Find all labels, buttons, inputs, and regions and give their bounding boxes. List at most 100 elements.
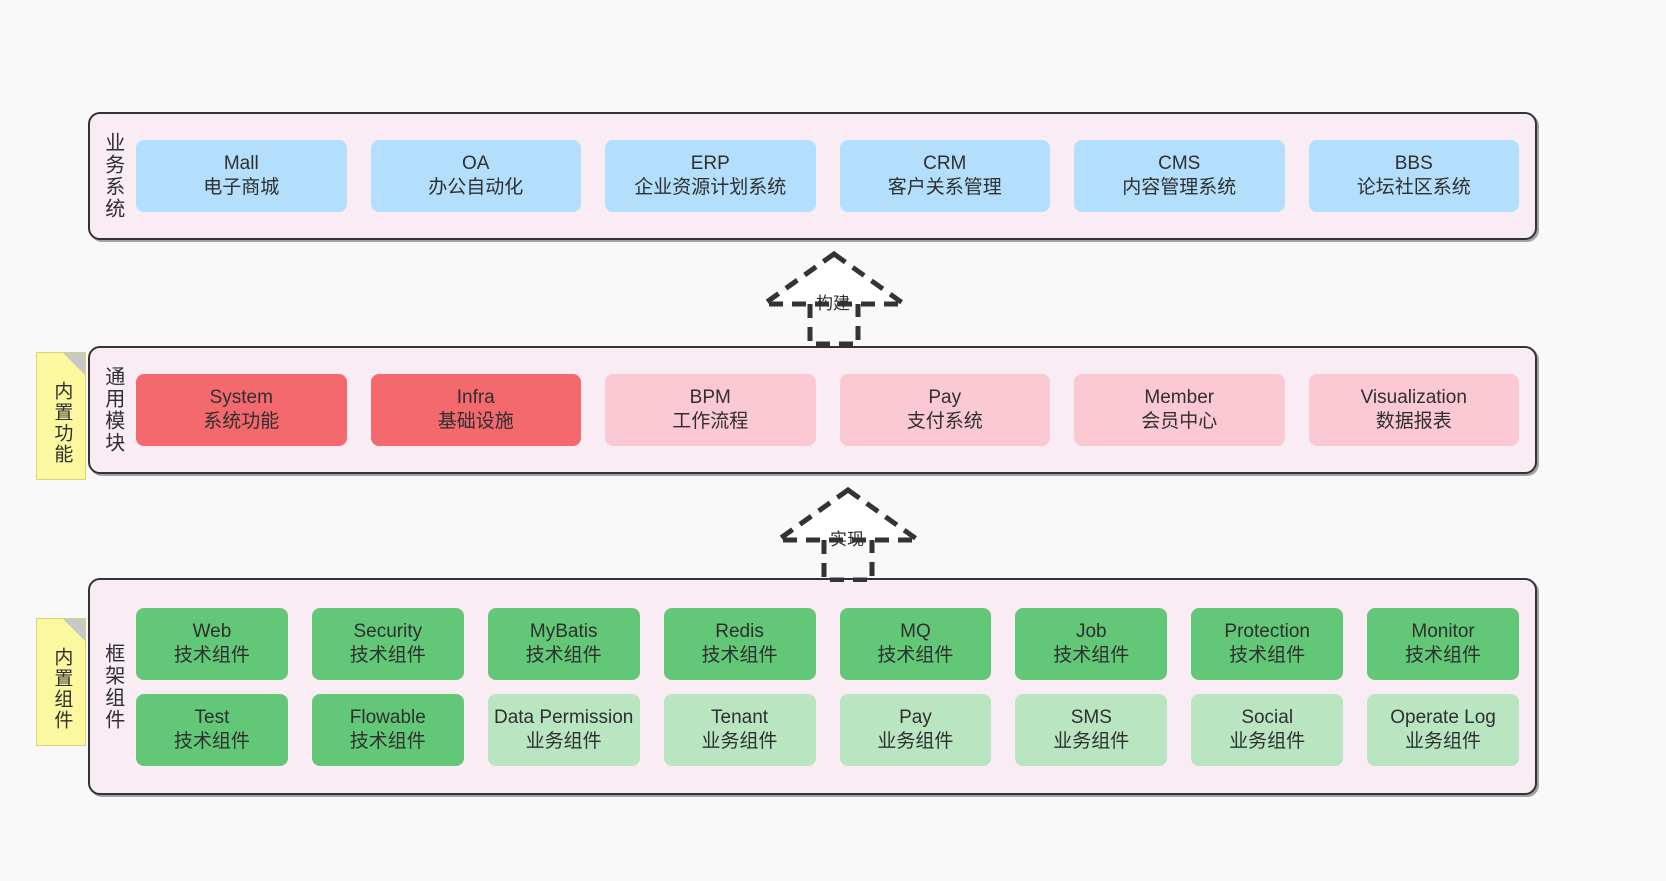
node-social[interactable]: Social 业务组件 (1191, 693, 1344, 766)
node-redis[interactable]: Redis 技术组件 (663, 607, 816, 680)
node-name-cn: 业务组件 (701, 730, 778, 752)
arrow-label-build: 构建 (816, 294, 850, 313)
node-name-en: CMS (1158, 153, 1201, 175)
sticky-note-label: 内置功能 (51, 381, 73, 465)
node-cms[interactable]: CMS 内容管理系统 (1074, 140, 1285, 212)
node-name-en: ERP (690, 153, 730, 175)
node-name-en: Visualization (1360, 387, 1467, 409)
node-name-en: Protection (1224, 620, 1310, 642)
node-name-en: Test (194, 706, 230, 728)
node-name-cn: 技术组件 (349, 730, 426, 752)
node-name-cn: 技术组件 (525, 644, 602, 666)
arrow-build: 构建 (744, 248, 924, 347)
node-bpm[interactable]: BPM 工作流程 (605, 374, 816, 446)
node-operate-log[interactable]: Operate Log 业务组件 (1367, 693, 1519, 766)
node-crm[interactable]: CRM 客户关系管理 (839, 140, 1050, 212)
node-erp[interactable]: ERP 企业资源计划系统 (605, 140, 816, 212)
node-sms[interactable]: SMS 业务组件 (1015, 693, 1168, 766)
node-name-en: Monitor (1411, 620, 1475, 642)
dashed-generalization-arrow-icon (756, 250, 912, 347)
node-name-cn: 业务组件 (525, 730, 602, 752)
node-oa[interactable]: OA 办公自动化 (370, 140, 581, 212)
node-name-en: Web (192, 620, 232, 642)
node-name-en: Pay (899, 706, 932, 728)
node-data-permission[interactable]: Data Permission 业务组件 (487, 693, 640, 766)
node-visualization[interactable]: Visualization 数据报表 (1308, 374, 1519, 446)
node-name-en: Infra (456, 387, 495, 409)
node-name-cn: 技术组件 (1405, 644, 1482, 666)
node-name-en: Mall (223, 153, 259, 175)
node-name-en: Security (353, 620, 423, 642)
node-name-en: MQ (900, 620, 931, 642)
node-protection[interactable]: Protection 技术组件 (1191, 607, 1344, 680)
node-test[interactable]: Test 技术组件 (136, 693, 288, 766)
node-name-cn: 技术组件 (173, 644, 250, 666)
arrow-implement: 实现 (758, 484, 938, 583)
node-bbs[interactable]: BBS 论坛社区系统 (1308, 140, 1519, 212)
node-web[interactable]: Web 技术组件 (136, 607, 288, 680)
node-security[interactable]: Security 技术组件 (311, 607, 464, 680)
layer-body-common-module: System 系统功能 Infra 基础设施 BPM 工作流程 Pay 支付系统… (134, 348, 1535, 472)
node-name-cn: 业务组件 (1405, 730, 1482, 752)
layer-title-business-system: 业务系统 (101, 132, 124, 220)
node-name-en: OA (462, 153, 490, 175)
node-row: Mall 电子商城 OA 办公自动化 ERP 企业资源计划系统 CRM 客户关系… (136, 140, 1519, 212)
node-name-en: Operate Log (1390, 706, 1496, 728)
node-name-cn: 会员中心 (1141, 411, 1218, 432)
node-name-en: Job (1075, 620, 1107, 642)
dashed-generalization-arrow-icon (770, 486, 926, 583)
node-name-cn: 企业资源计划系统 (634, 177, 787, 198)
node-name-cn: 业务组件 (1053, 730, 1130, 752)
node-job[interactable]: Job 技术组件 (1015, 607, 1168, 680)
node-name-en: BBS (1394, 153, 1433, 175)
node-pay-module[interactable]: Pay 支付系统 (839, 374, 1050, 446)
layer-body-business-system: Mall 电子商城 OA 办公自动化 ERP 企业资源计划系统 CRM 客户关系… (134, 114, 1535, 238)
node-name-cn: 技术组件 (701, 644, 778, 666)
layer-business-system: 业务系统 Mall 电子商城 OA 办公自动化 ERP 企业资源计划系统 CRM… (88, 112, 1537, 240)
node-monitor[interactable]: Monitor 技术组件 (1367, 607, 1519, 680)
node-infra[interactable]: Infra 基础设施 (370, 374, 581, 446)
node-tenant[interactable]: Tenant 业务组件 (663, 693, 816, 766)
note-fold-corner-icon (63, 619, 85, 641)
node-mq[interactable]: MQ 技术组件 (839, 607, 992, 680)
node-name-cn: 论坛社区系统 (1356, 177, 1471, 198)
node-name-en: System (209, 387, 273, 409)
node-name-cn: 系统功能 (203, 411, 280, 432)
node-name-cn: 技术组件 (1229, 644, 1306, 666)
node-row: Test 技术组件 Flowable 技术组件 Data Permission … (136, 693, 1519, 766)
node-name-en: CRM (923, 153, 967, 175)
node-member[interactable]: Member 会员中心 (1074, 374, 1285, 446)
sticky-note-builtin-component: 内置组件 (36, 618, 86, 746)
layer-body-framework-component: Web 技术组件 Security 技术组件 MyBatis 技术组件 Redi… (134, 580, 1535, 793)
node-name-en: Flowable (349, 706, 426, 728)
node-name-en: SMS (1070, 706, 1112, 728)
node-name-en: Pay (928, 387, 962, 409)
sticky-note-builtin-feature: 内置功能 (36, 352, 86, 480)
node-mybatis[interactable]: MyBatis 技术组件 (487, 607, 640, 680)
node-name-en: Social (1241, 706, 1294, 728)
node-name-en: Tenant (711, 706, 769, 728)
node-mall[interactable]: Mall 电子商城 (136, 140, 347, 212)
sticky-note-label: 内置组件 (51, 647, 73, 731)
layer-title-framework-component: 框架组件 (101, 642, 124, 731)
node-row: Web 技术组件 Security 技术组件 MyBatis 技术组件 Redi… (136, 607, 1519, 680)
node-name-en: Redis (715, 620, 764, 642)
node-name-cn: 内容管理系统 (1122, 177, 1237, 198)
node-name-en: Member (1144, 387, 1215, 409)
arrow-label-implement: 实现 (830, 530, 864, 549)
node-name-cn: 电子商城 (203, 177, 280, 198)
node-name-cn: 工作流程 (672, 411, 749, 432)
layer-title-common-module: 通用模块 (101, 366, 124, 454)
node-name-cn: 技术组件 (877, 644, 954, 666)
node-name-cn: 客户关系管理 (887, 177, 1002, 198)
node-system[interactable]: System 系统功能 (136, 374, 347, 446)
node-flowable[interactable]: Flowable 技术组件 (311, 693, 464, 766)
note-fold-corner-icon (63, 353, 85, 375)
node-name-cn: 业务组件 (1229, 730, 1306, 752)
node-pay-component[interactable]: Pay 业务组件 (839, 693, 992, 766)
node-name-en: BPM (689, 387, 731, 409)
node-row: System 系统功能 Infra 基础设施 BPM 工作流程 Pay 支付系统… (136, 374, 1519, 446)
node-name-cn: 业务组件 (877, 730, 954, 752)
node-name-cn: 支付系统 (906, 411, 983, 432)
